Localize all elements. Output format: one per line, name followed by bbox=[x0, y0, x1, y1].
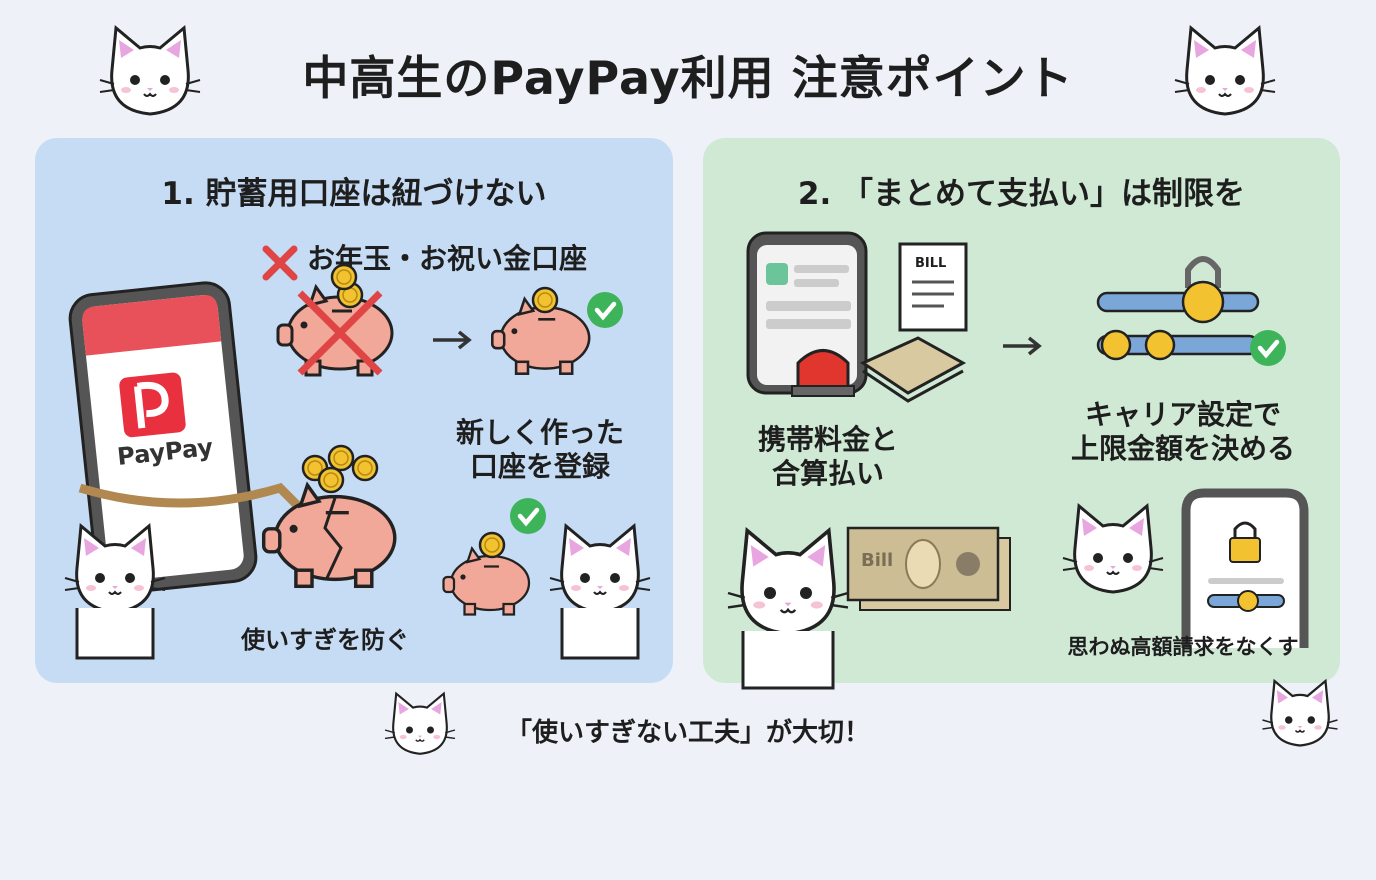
panel-savings-account: 1. 貯蓄用口座は紐づけない お年玉・お祝い金口座 PayPay 新しく作った … bbox=[35, 138, 673, 683]
panel-carrier-billing: 2. 「まとめて支払い」は制限を BILL 携帯料金と 合算払い キャリア設定で… bbox=[703, 138, 1340, 690]
right-label-line2: 上限金額を決める bbox=[1070, 432, 1295, 466]
phone-paypay-icon bbox=[68, 281, 258, 595]
panel2-heading: 2. 「まとめて支払い」は制限を bbox=[797, 176, 1246, 212]
panel1-heading: 1. 貯蓄用口座は紐づけない bbox=[161, 176, 547, 212]
good-account-label: 新しく作った 口座を登録 bbox=[435, 416, 645, 484]
cross-mark-icon bbox=[262, 245, 298, 281]
bundled-billing-label: 携帯料金と 合算払い bbox=[728, 423, 928, 491]
arrow-right-icon bbox=[1003, 336, 1042, 356]
arrow-right-icon bbox=[433, 330, 472, 350]
right-label-line1: キャリア設定で bbox=[1084, 398, 1281, 431]
left-label-line2: 合算払い bbox=[771, 457, 884, 491]
cat-bottom-right-icon bbox=[1261, 679, 1339, 747]
carrier-limit-label: キャリア設定で 上限金額を決める bbox=[1043, 398, 1323, 466]
phone-lock-icon bbox=[1181, 488, 1309, 648]
cat-worried-icon bbox=[63, 524, 167, 660]
cat-bottom-left-icon bbox=[383, 692, 457, 755]
receipt-bill-label: BILL bbox=[915, 256, 947, 271]
rope-icon bbox=[78, 482, 334, 542]
panel2-caption: 思わぬ高額請求をなくす bbox=[1067, 635, 1299, 659]
good-label-line1: 新しく作った bbox=[455, 416, 624, 449]
footer-message: 「使いすぎない工夫」が大切！ bbox=[505, 718, 870, 748]
piggy-bank-crossed-icon bbox=[276, 263, 394, 377]
left-label-line1: 携帯料金と bbox=[757, 423, 898, 456]
cash-stack-icon bbox=[859, 336, 967, 403]
alarm-light-icon bbox=[791, 349, 855, 397]
cat-pointing-icon bbox=[548, 524, 652, 660]
good-label-line2: 口座を登録 bbox=[469, 450, 610, 484]
limit-slider-lock-icon bbox=[1096, 256, 1260, 361]
broken-piggy-bank-icon bbox=[261, 444, 397, 589]
panel1-caption: 使いすぎを防ぐ bbox=[241, 626, 409, 654]
receipt-icon bbox=[898, 242, 968, 332]
banknotes-icon bbox=[846, 526, 1011, 611]
page-title: 中高生のPayPay利用 注意ポイント bbox=[302, 51, 1074, 105]
banknote-label: Bill bbox=[861, 550, 894, 571]
cat-thinking-icon bbox=[726, 528, 850, 690]
